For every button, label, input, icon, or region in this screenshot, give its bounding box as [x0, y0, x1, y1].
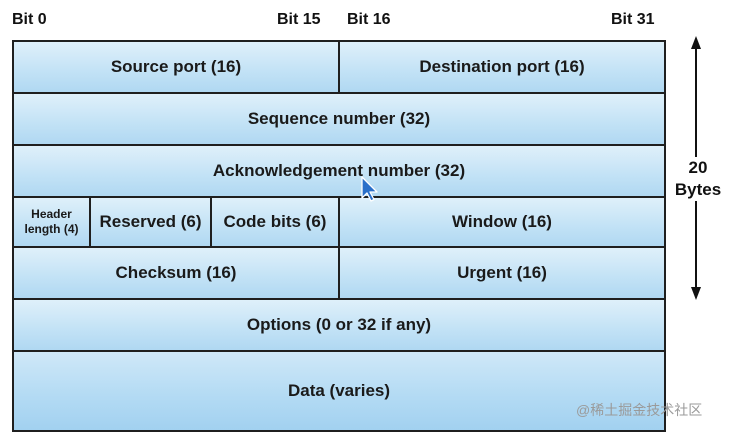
bit-0-label: Bit 0 — [12, 11, 47, 28]
data-label: Data (varies) — [287, 381, 391, 400]
header-size-label: 20 Bytes — [668, 157, 728, 201]
sequence-number-label: Sequence number (32) — [247, 109, 431, 128]
window-label: Window (16) — [452, 212, 552, 231]
acknowledgement-number-label: Acknowledgement number (32) — [212, 161, 466, 180]
header-size-unit: Bytes — [674, 180, 722, 199]
source-port-label: Source port (16) — [110, 57, 242, 76]
bit-31-label: Bit 31 — [611, 11, 655, 28]
options-label: Options (0 or 32 if any) — [246, 315, 432, 334]
watermark-text: @稀土掘金技术社区 — [576, 402, 703, 418]
reserved-field: Reserved (6) — [89, 196, 212, 248]
sequence-number-field: Sequence number (32) — [12, 92, 666, 146]
code-bits-field: Code bits (6) — [210, 196, 340, 248]
urgent-label: Urgent (16) — [457, 263, 547, 282]
destination-port-field: Destination port (16) — [338, 40, 666, 94]
bit-16-label: Bit 16 — [347, 11, 391, 28]
header-length-field: Header length (4) — [12, 196, 91, 248]
acknowledgement-number-field: Acknowledgement number (32) — [12, 144, 666, 198]
checksum-label: Checksum (16) — [115, 263, 237, 282]
options-field: Options (0 or 32 if any) — [12, 298, 666, 352]
mouse-pointer-icon — [361, 176, 378, 202]
code-bits-label: Code bits (6) — [223, 212, 327, 231]
urgent-field: Urgent (16) — [338, 246, 666, 300]
header-size-value: 20 — [688, 158, 708, 177]
reserved-label: Reserved (6) — [99, 212, 202, 231]
header-length-label-line1: Header — [31, 207, 72, 221]
source-port-field: Source port (16) — [12, 40, 340, 94]
checksum-field: Checksum (16) — [12, 246, 340, 300]
bit-15-label: Bit 15 — [277, 11, 321, 28]
destination-port-label: Destination port (16) — [419, 57, 585, 76]
window-field: Window (16) — [338, 196, 666, 248]
header-length-label-line2: length (4) — [24, 222, 79, 236]
data-field: Data (varies) — [12, 350, 666, 432]
